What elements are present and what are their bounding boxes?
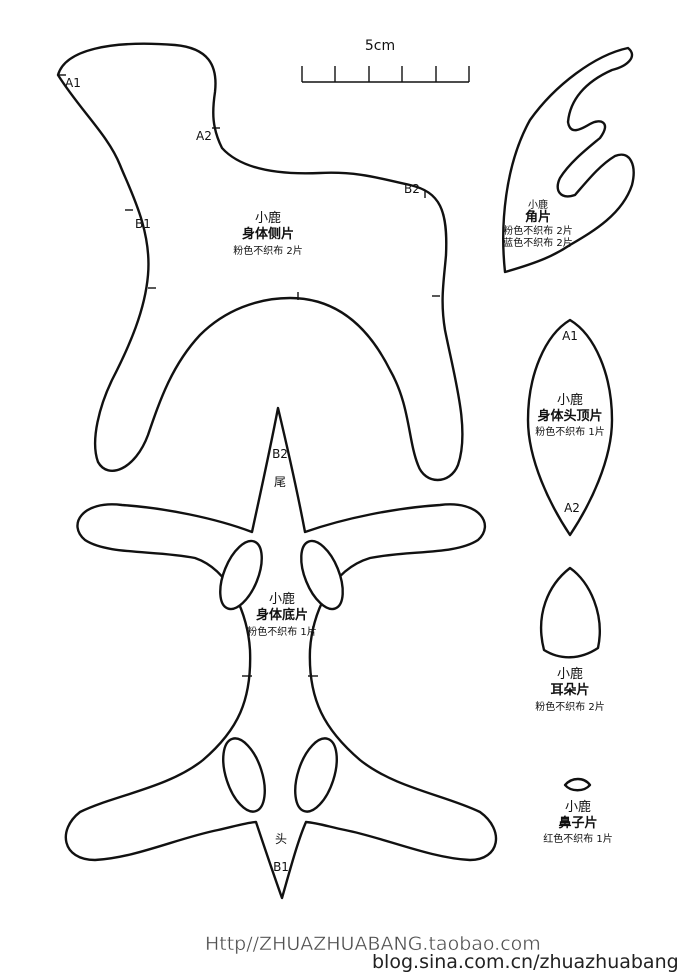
piece-note: 蓝色不织布 2片 [503,236,573,249]
piece-title: 身体底片 [256,607,308,623]
antler-outline [502,46,635,274]
body-side-piece: A1 A2 B1 B2 小鹿 身体侧片 粉色不织布 2片 [56,42,464,482]
piece-note: 粉色不织布 2片 [503,224,573,237]
piece-title: 耳朵片 [550,682,589,698]
mark-b1: B1 [273,860,289,874]
mark-b1: B1 [135,217,151,231]
piece-note: 红色不织布 1片 [543,832,613,845]
mark-a2: A2 [564,501,580,515]
piece-title: 身体侧片 [242,226,294,242]
piece-note: 粉色不织布 2片 [233,244,303,257]
mark-a1: A1 [562,329,578,343]
piece-creature: 小鹿 [557,666,583,682]
piece-creature: 小鹿 [255,210,281,226]
scale-bar-label: 5cm [365,38,395,54]
leg-opening [219,539,263,611]
piece-title: 鼻子片 [558,815,597,831]
head-label: 头 [275,832,287,846]
mark-b2: B2 [272,447,288,461]
ear-outline [539,566,601,659]
leg-opening [294,737,338,813]
piece-note: 粉色不织布 2片 [535,700,605,713]
piece-creature: 小鹿 [528,198,548,211]
body-bottom-piece: B2 尾 小鹿 身体底片 粉色不织布 1片 头 B1 [64,406,498,900]
piece-note: 粉色不织布 1片 [535,425,605,438]
antler-piece: 小鹿 角片 粉色不织布 2片 蓝色不织布 2片 [502,46,635,274]
piece-title: 身体头顶片 [537,408,602,424]
mark-a1: A1 [65,76,81,90]
mark-a2: A2 [196,129,212,143]
body-side-outline [56,42,464,482]
ear-piece: 小鹿 耳朵片 粉色不织布 2片 [535,566,605,713]
scale-bar: 5cm [301,38,470,83]
piece-creature: 小鹿 [269,591,295,607]
nose-outline [563,777,592,792]
piece-note: 粉色不织布 1片 [247,625,317,638]
tail-label: 尾 [274,475,286,489]
leg-opening [222,737,266,813]
piece-title: 角片 [525,209,551,225]
head-top-piece: A1 A2 小鹿 身体头顶片 粉色不织布 1片 [526,318,614,537]
piece-creature: 小鹿 [565,799,591,815]
head-top-outline [526,318,614,537]
body-bottom-outline [64,406,498,900]
leg-opening [300,539,344,611]
watermark-blog: blog.sina.com.cn/zhuazhuabang [372,951,679,973]
piece-creature: 小鹿 [557,392,583,408]
watermark-shop: Http//ZHUAZHUABANG.taobao.com [205,933,541,955]
nose-piece: 小鹿 鼻子片 红色不织布 1片 [543,777,613,845]
mark-b2: B2 [404,182,420,196]
